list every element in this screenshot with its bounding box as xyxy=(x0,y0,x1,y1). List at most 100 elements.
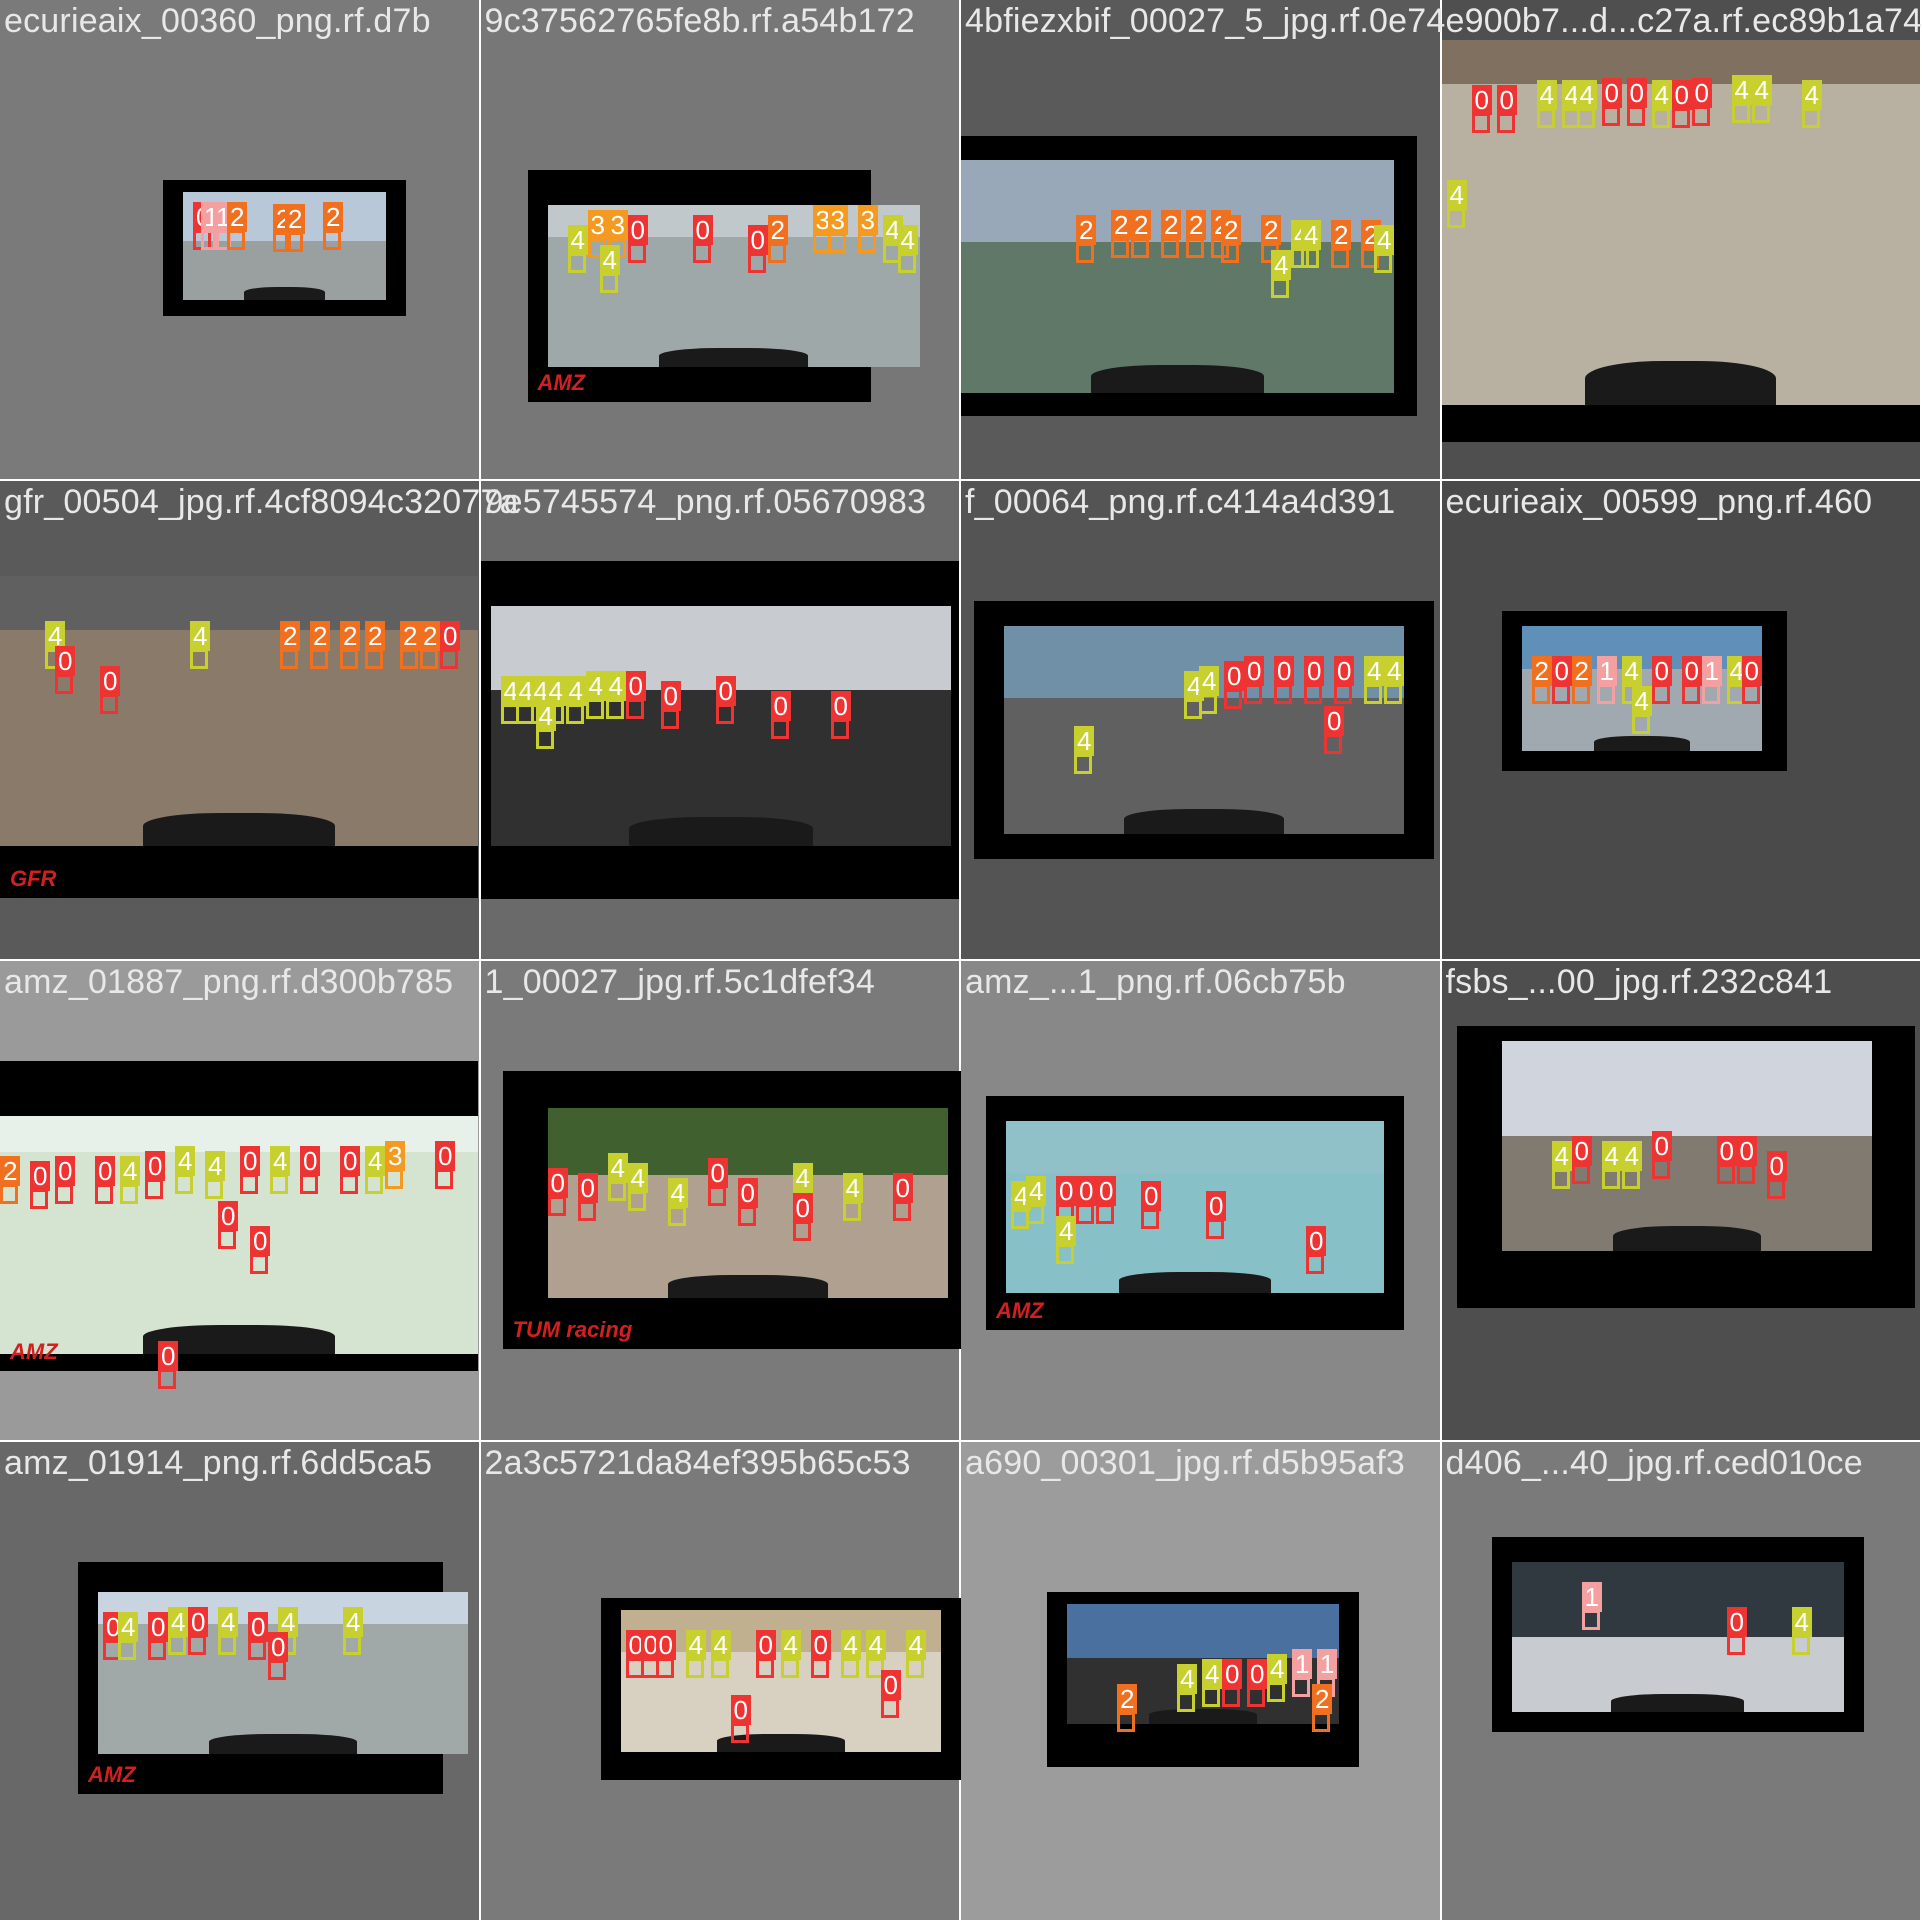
class-label: 2 xyxy=(340,620,361,651)
class-label: 4 xyxy=(599,245,620,275)
bounding-box xyxy=(607,1181,626,1201)
tile-filename-label: ecurieaix_00599_png.rf.460 xyxy=(1445,482,1873,521)
class-label: 4 xyxy=(190,620,211,651)
class-label: 0 xyxy=(440,620,461,651)
bounding-box xyxy=(323,230,341,250)
bounding-box xyxy=(715,703,734,724)
bounding-box xyxy=(188,1634,206,1655)
bounding-box xyxy=(1576,108,1595,128)
class-label: 4 xyxy=(842,1173,863,1203)
bounding-box xyxy=(747,253,766,273)
bounding-box xyxy=(420,648,438,669)
bounding-box xyxy=(248,1639,266,1660)
tile-filename-label: amz_01914_png.rf.6dd5ca5 xyxy=(4,1443,433,1482)
class-label: 0 xyxy=(55,645,76,676)
class-label: 2 xyxy=(767,215,788,245)
class-label: 4 xyxy=(1731,75,1752,105)
bounding-box xyxy=(1536,108,1555,128)
bounding-box xyxy=(1186,238,1204,258)
bounding-box xyxy=(840,1657,859,1678)
bounding-box xyxy=(365,648,383,669)
vehicle-nose xyxy=(243,287,326,300)
bounding-box xyxy=(1224,688,1242,709)
bounding-box xyxy=(577,1201,596,1221)
bounding-box xyxy=(1596,683,1615,704)
bounding-box xyxy=(1671,108,1690,128)
class-label: 0 xyxy=(435,1141,456,1171)
bounding-box xyxy=(897,253,916,273)
vehicle-nose xyxy=(1612,1225,1761,1251)
class-label: 4 xyxy=(1384,655,1405,686)
bounding-box xyxy=(1292,1676,1310,1697)
bounding-box xyxy=(1651,683,1670,704)
class-label: 0 xyxy=(770,690,791,721)
bounding-box xyxy=(1141,1209,1159,1229)
class-label: 0 xyxy=(158,1341,179,1371)
bounding-box xyxy=(567,253,586,273)
bounding-box xyxy=(1177,1691,1195,1712)
bounding-box xyxy=(1111,238,1129,258)
bounding-box xyxy=(655,1657,674,1678)
class-label: 4 xyxy=(897,225,918,255)
class-label: 2 xyxy=(1571,655,1592,686)
sky-region xyxy=(0,575,478,630)
class-label: 0 xyxy=(655,1629,676,1660)
sky-region xyxy=(1441,40,1920,84)
class-label: 4 xyxy=(840,1629,861,1660)
class-label: 0 xyxy=(1141,1181,1162,1211)
bounding-box xyxy=(1551,683,1570,704)
bounding-box xyxy=(435,1169,453,1189)
bounding-box xyxy=(585,698,604,719)
class-label: 2 xyxy=(323,202,344,232)
tile-filename-label: fsbs_...00_jpg.rf.232c841 xyxy=(1445,963,1833,1001)
class-label: 0 xyxy=(1244,655,1265,686)
class-label: 4 xyxy=(343,1606,364,1637)
tile-filename-label: a690_00301_jpg.rf.d5b95af3 xyxy=(965,1443,1406,1482)
class-label: 0 xyxy=(250,1226,271,1256)
class-label: 0 xyxy=(95,1156,116,1186)
bounding-box xyxy=(1274,683,1292,704)
class-label: 0 xyxy=(100,665,121,696)
bounding-box xyxy=(1331,248,1349,268)
team-logo: AMZ xyxy=(88,1761,136,1787)
bounding-box xyxy=(880,1697,899,1718)
class-label: 0 xyxy=(1306,1226,1327,1256)
bounding-box xyxy=(175,1174,193,1194)
sky-region xyxy=(0,1116,478,1152)
bounding-box xyxy=(0,1184,18,1204)
bounding-box xyxy=(1446,208,1465,228)
bounding-box xyxy=(865,1657,884,1678)
class-label: 0 xyxy=(547,1168,568,1198)
class-label: 4 xyxy=(1074,725,1095,756)
class-label: 4 xyxy=(905,1629,926,1660)
bounding-box xyxy=(660,708,679,729)
class-label: 3 xyxy=(607,210,628,240)
class-label: 0 xyxy=(145,1151,166,1181)
class-label: 0 xyxy=(1334,655,1355,686)
bounding-box xyxy=(1581,1609,1600,1630)
class-label: 0 xyxy=(730,1694,751,1725)
class-label: 0 xyxy=(577,1173,598,1203)
class-label: 4 xyxy=(1576,80,1597,110)
bounding-box xyxy=(1324,733,1342,754)
track-surface xyxy=(0,1151,478,1354)
bounding-box xyxy=(1801,108,1820,128)
bounding-box xyxy=(1571,683,1590,704)
bounding-box xyxy=(755,1657,774,1678)
class-label: 0 xyxy=(300,1146,321,1176)
class-label: 0 xyxy=(1222,1658,1243,1689)
class-label: 0 xyxy=(248,1611,269,1642)
class-label: 4 xyxy=(607,1153,628,1183)
class-label: 0 xyxy=(1571,1136,1592,1166)
class-label: 0 xyxy=(892,1173,913,1203)
class-label: 0 xyxy=(1206,1191,1227,1221)
class-label: 0 xyxy=(1096,1176,1117,1206)
class-label: 2 xyxy=(0,1156,21,1186)
class-label: 4 xyxy=(585,670,606,701)
